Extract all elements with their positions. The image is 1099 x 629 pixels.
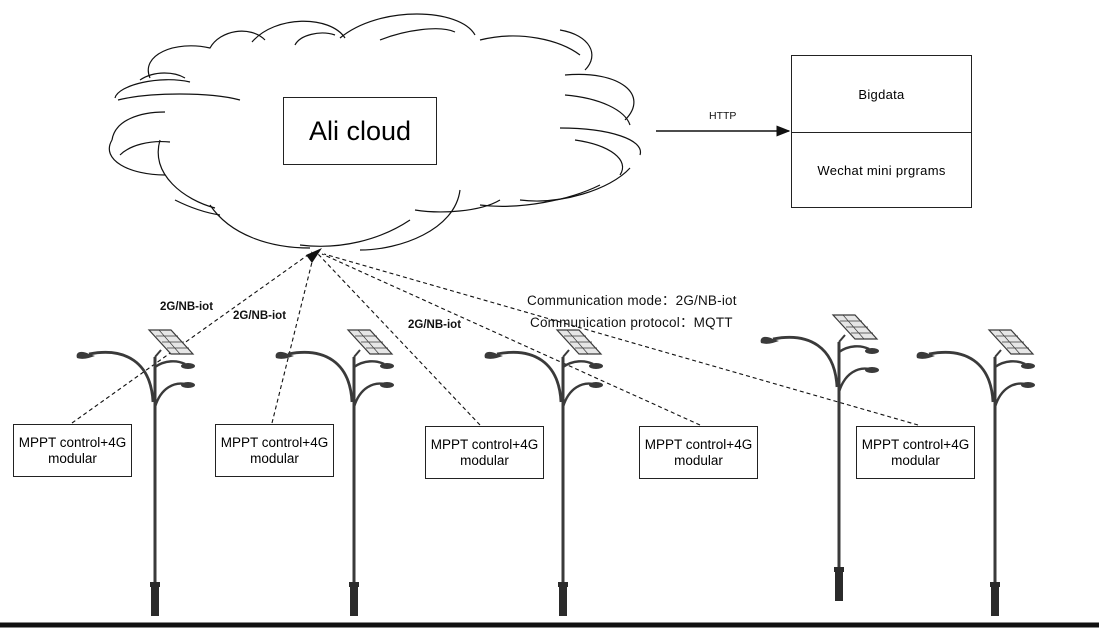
services-box: Bigdata Wechat mini prgrams: [791, 55, 972, 208]
link-arrowhead: [306, 248, 322, 263]
http-label: HTTP: [709, 110, 737, 122]
mppt-module-5: MPPT control+4G modular: [856, 426, 975, 479]
link-label-1: 2G/NB-iot: [160, 301, 214, 313]
communication-mode-note: Communication mode：2G/NB-iot: [527, 293, 737, 308]
wechat-mini-programs-cell: Wechat mini prgrams: [817, 162, 946, 178]
ali-cloud-box: Ali cloud: [283, 97, 437, 165]
mppt-module-4: MPPT control+4G modular: [639, 426, 758, 479]
link-label-3: 2G/NB-iot: [408, 319, 462, 331]
mppt-module-label: MPPT control+4G modular: [644, 436, 753, 468]
mppt-module-label: MPPT control+4G modular: [220, 434, 329, 466]
mppt-module-label: MPPT control+4G modular: [861, 436, 970, 468]
communication-protocol-note: Communication protocol：MQTT: [530, 315, 733, 330]
ali-cloud-label: Ali cloud: [308, 115, 412, 146]
mppt-module-1: MPPT control+4G modular: [13, 424, 132, 477]
dashed-links: [71, 251, 919, 426]
cloud-shape: [108, 13, 641, 251]
mppt-module-label: MPPT control+4G modular: [18, 434, 127, 466]
mppt-module-label: MPPT control+4G modular: [430, 436, 539, 468]
link-label-2: 2G/NB-iot: [233, 310, 287, 322]
bigdata-cell: Bigdata: [792, 56, 971, 133]
mppt-module-2: MPPT control+4G modular: [215, 424, 334, 477]
mppt-module-3: MPPT control+4G modular: [425, 426, 544, 479]
